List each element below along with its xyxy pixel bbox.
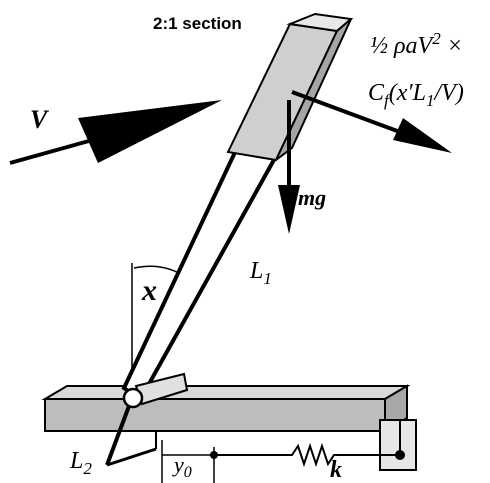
gravity-arrow [278,100,300,234]
aero-formula-line1: ½ ρaV2 × [370,29,463,59]
aero-formula-line2: Cf(x′L1/V) [368,80,464,110]
spring-k [214,442,405,468]
length2-main: L [69,448,83,474]
length1-sub: 1 [263,269,272,288]
aero-force-arrow [291,90,452,153]
pivot-joint [122,387,144,409]
offset-sub: 0 [184,464,192,481]
aero-c-sub: f [384,91,391,110]
angle-label: x [141,274,157,307]
aero-exponent: 2 [432,29,441,48]
offset-main: y [172,452,184,477]
weight-label: mg [298,185,326,210]
length2-label: L2 [69,448,92,478]
length1-main: L [249,258,263,284]
rod-l2 [105,397,157,467]
aero-end: /V) [433,80,464,106]
wall-bracket [379,419,417,471]
aero-times: × [441,33,463,59]
length2-sub: 2 [83,459,92,478]
offset-label: y0 [172,452,192,481]
aero-half: ½ [370,33,388,59]
wing-section [226,12,354,162]
aero-xl: (x′L [389,80,426,106]
velocity-label: V [30,105,50,134]
length1-label: L1 [249,258,272,288]
aero-l-sub: 1 [426,91,435,110]
base-block [41,384,411,433]
aero-c: C [368,80,385,106]
section-label: 2:1 section [153,14,242,33]
velocity-arrow [9,100,222,165]
spring-label: k [330,457,342,483]
aero-rhoav: ρaV [388,33,435,59]
